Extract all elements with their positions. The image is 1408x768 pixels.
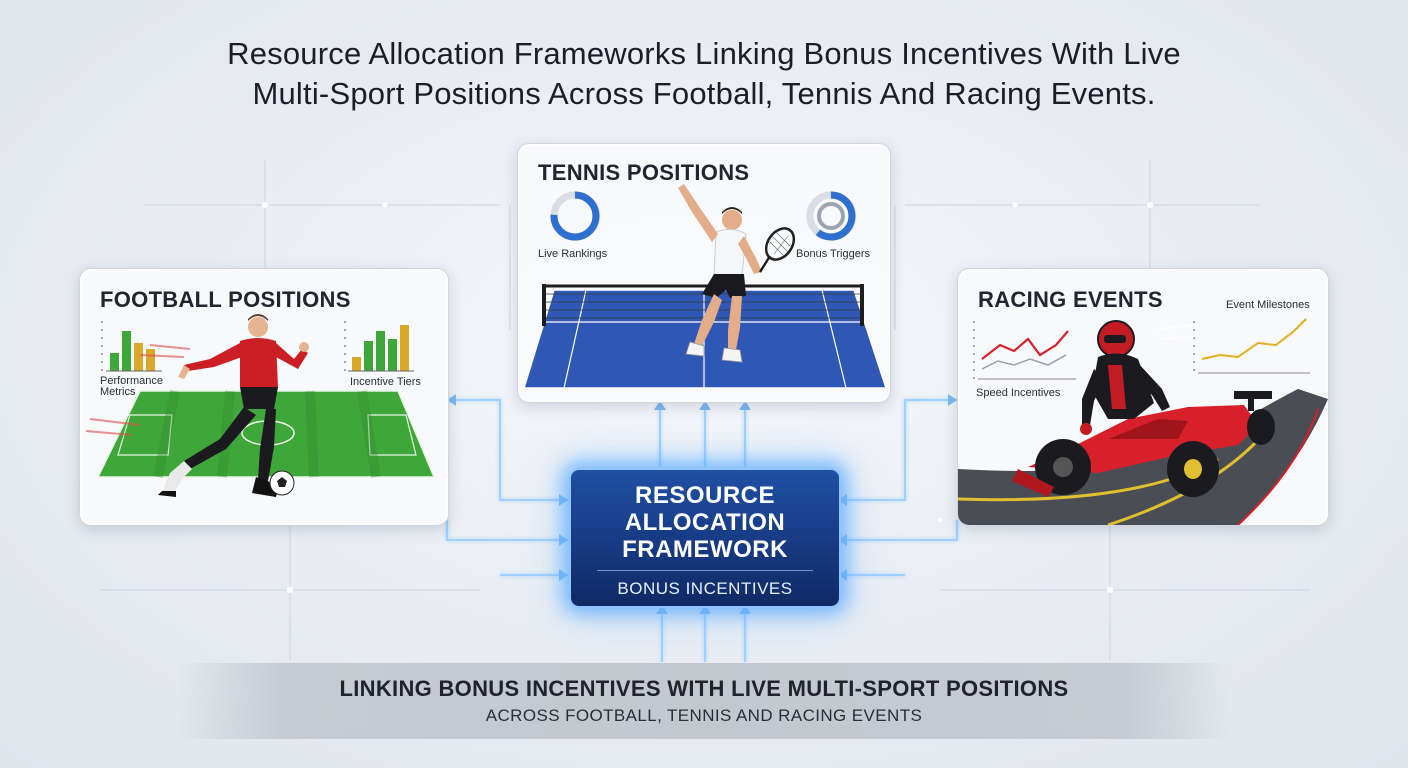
page-title-line2: Multi-Sport Positions Across Football, T… [252,76,1156,111]
event-milestones-chart [1193,318,1310,375]
football-positions-card: FOOTBALL POSITIONS [79,268,449,526]
hub-subtitle: BONUS INCENTIVES [617,579,793,598]
bonus-triggers-label: Bonus Triggers [796,248,870,260]
football-card-title: FOOTBALL POSITIONS [100,287,351,312]
hub-title-line2: ALLOCATION [624,509,786,536]
tennis-positions-card: TENNIS POSITIONS [517,143,891,403]
soccer-player-icon [158,314,309,497]
incentive-tiers-label: Incentive Tiers [350,376,421,388]
hub-divider [597,570,813,571]
speed-incentives-chart [973,321,1076,381]
tennis-net [542,284,864,326]
arrowheads [447,394,957,614]
page-title: Resource Allocation Frameworks Linking B… [0,34,1408,114]
bonus-triggers-donut [806,191,856,241]
performance-metrics-chart [101,321,162,373]
hub-title-line1: RESOURCE [634,482,776,509]
event-milestones-label: Event Milestones [1226,299,1310,311]
summary-banner: LINKING BONUS INCENTIVES WITH LIVE MULTI… [176,663,1232,739]
racing-events-card: RACING EVENTS [957,268,1329,526]
incentive-tiers-chart [344,321,414,373]
tennis-illustration [522,184,888,389]
live-rankings-donut [550,191,600,241]
soccer-ball-icon [269,470,295,496]
performance-metrics-label-line1: Performance [100,375,163,387]
sparkle-dots [262,202,1153,593]
tennis-card-title: TENNIS POSITIONS [538,160,750,185]
hub-title-line3: FRAMEWORK [622,536,788,563]
banner-subline: ACROSS FOOTBALL, TENNIS AND RACING EVENT… [485,706,923,725]
performance-metrics-label-line2: Metrics [100,386,136,398]
race-car-driver-icon [1012,391,1275,497]
tennis-racket-icon [758,227,796,273]
tennis-player-icon [678,184,762,363]
football-illustration [85,314,436,497]
banner-headline: LINKING BONUS INCENTIVES WITH LIVE MULTI… [339,676,1069,701]
racing-driver-figure [1080,320,1170,435]
page-title-line1: Resource Allocation Frameworks Linking B… [227,36,1181,71]
racing-card-title: RACING EVENTS [978,287,1163,312]
hub-title: RESOURCE ALLOCATION FRAMEWORK [571,482,839,563]
speed-incentives-label: Speed Incentives [976,387,1061,399]
performance-metrics-label: Performance Metrics [100,376,163,398]
live-rankings-label: Live Rankings [538,248,608,260]
racing-illustration [958,318,1328,525]
resource-allocation-framework-hub: RESOURCE ALLOCATION FRAMEWORK BONUS INCE… [569,468,841,608]
